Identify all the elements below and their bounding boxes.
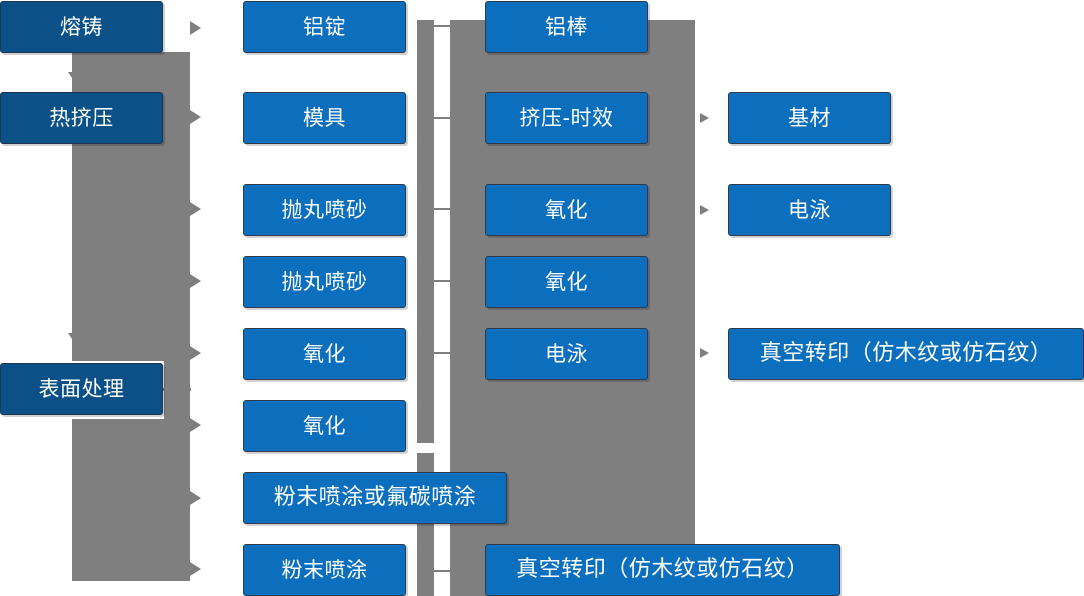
arrow-to-out-substrate [700,113,709,123]
process-box-shotblast-2[interactable]: 抛丸喷砂 [243,256,406,308]
process-label: 氧化 [545,269,588,294]
process-label: 电泳 [545,341,588,366]
process-label: 氧化 [545,197,588,222]
process-box-oxidize-2[interactable]: 氧化 [243,400,406,452]
connector-rung-2 [433,117,451,119]
arrow-to-s1-powder-f [190,491,201,505]
output-box-vacuum-transfer[interactable]: 真空转印（仿木纹或仿石纹） [728,328,1084,380]
arrow-down-melt [68,72,80,81]
process-box-extrusion-aging[interactable]: 挤压-时效 [485,92,648,144]
process-box-oxidize-3[interactable]: 氧化 [485,184,648,236]
output-box-substrate[interactable]: 基材 [728,92,891,144]
output-label: 真空转印（仿木纹或仿石纹） [759,341,1053,366]
process-box-mould[interactable]: 模具 [243,92,406,144]
stage-label: 表面处理 [38,376,125,401]
process-box-shotblast-1[interactable]: 抛丸喷砂 [243,184,406,236]
stage-box-melt[interactable]: 熔铸 [0,1,163,53]
process-label: 铝棒 [545,14,588,39]
stage-box-extrude[interactable]: 热挤压 [0,92,163,144]
process-label: 氧化 [303,341,346,366]
process-label: 氧化 [303,413,346,438]
process-label: 粉末喷涂或氟碳喷涂 [273,485,477,510]
process-label: 真空转印（仿木纹或仿石纹） [516,557,809,582]
process-box-aluminum-bar[interactable]: 铝棒 [485,1,648,53]
output-label: 基材 [788,105,831,130]
stage-box-surface[interactable]: 表面处理 [0,363,163,415]
output-label: 电泳 [788,197,831,222]
arrow-down-extrude [68,333,80,342]
output-box-electrophoresis[interactable]: 电泳 [728,184,891,236]
process-box-ingot[interactable]: 铝锭 [243,1,406,53]
arrow-to-s1-oxidize1 [190,346,201,360]
process-box-powder[interactable]: 粉末喷涂 [243,544,406,596]
arrow-to-s1-ingot [190,21,201,35]
process-label: 模具 [303,105,346,130]
stage-label: 热挤压 [49,105,114,130]
arrow-to-s1-shotblast1 [190,202,201,216]
process-box-powder-fluorocarbon[interactable]: 粉末喷涂或氟碳喷涂 [243,472,507,524]
connector-rung-5 [433,352,451,354]
arrow-to-out-vacuum [700,348,709,358]
process-label: 粉末喷涂 [281,557,368,582]
arrow-to-s1-oxidize2 [190,418,201,432]
arrow-to-s1-mould [190,110,201,124]
process-box-vacuum-transfer-bottom[interactable]: 真空转印（仿木纹或仿石纹） [485,544,840,596]
connector-rung-4 [433,280,451,282]
process-box-electrophoresis[interactable]: 电泳 [485,328,648,380]
process-label: 抛丸喷砂 [281,269,368,294]
process-label: 抛丸喷砂 [281,197,368,222]
connector-rung-1 [433,25,451,27]
connector-rung-3 [433,208,451,210]
stage-label: 熔铸 [60,14,103,39]
process-label: 挤压-时效 [519,105,614,130]
connector-surface-stub [163,388,191,391]
process-box-oxidize-1[interactable]: 氧化 [243,328,406,380]
process-label: 铝锭 [303,14,346,39]
arrow-to-s1-shotblast2 [190,274,201,288]
arrow-to-out-electro [700,205,709,215]
connector-ladder-rail-left-top [417,20,434,443]
process-box-oxidize-4[interactable]: 氧化 [485,256,648,308]
arrow-to-s1-powder [190,562,201,576]
connector-rung-6 [433,570,451,572]
